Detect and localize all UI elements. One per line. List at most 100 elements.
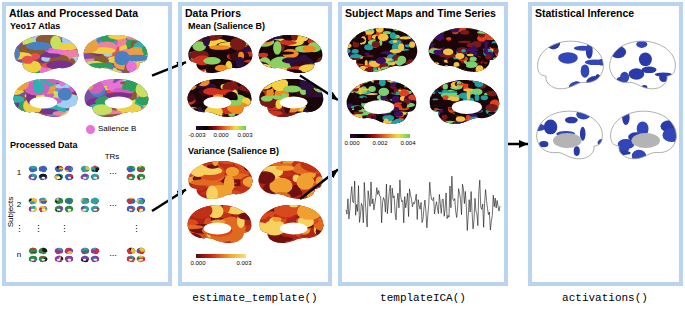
brain-patch — [37, 250, 42, 254]
brain-patch — [642, 67, 657, 74]
brain-patch — [381, 67, 394, 70]
brain-patch — [444, 68, 455, 70]
brain-patch — [488, 26, 498, 31]
brain-patch — [655, 157, 669, 163]
brain-patch — [362, 89, 370, 91]
brain-patch — [408, 26, 421, 31]
brain-patch — [88, 63, 112, 69]
figure-group: Variance (Salience B) — [186, 146, 300, 282]
brain-patch — [429, 82, 437, 89]
brain-patch — [215, 65, 228, 72]
flow-arrow — [152, 62, 186, 75]
brain-patch — [403, 121, 410, 125]
brain-patch — [358, 81, 368, 83]
brain-patch — [261, 96, 273, 102]
data-thumbnail — [126, 245, 147, 265]
brain-patch — [375, 121, 383, 124]
brain-patch — [249, 34, 272, 38]
brain-patch — [306, 84, 312, 98]
brain-patch — [353, 69, 363, 76]
brain-base — [39, 174, 48, 181]
brain-patch — [242, 57, 260, 60]
brain-patch — [135, 64, 161, 72]
brain-patch — [33, 82, 45, 94]
brain-patch — [454, 121, 462, 127]
brain-patch — [430, 116, 438, 119]
medial-wall — [30, 96, 58, 108]
axis-label: TRs — [105, 153, 120, 161]
brain-patch — [446, 121, 453, 123]
medial-wall — [129, 177, 133, 179]
brain-patch — [256, 212, 268, 219]
brain-outline — [538, 41, 604, 89]
brain-surface — [136, 163, 145, 173]
brain-patch — [137, 207, 144, 210]
brain-patch — [408, 94, 420, 100]
brain-patch — [296, 174, 314, 190]
brain-patch — [494, 118, 498, 121]
brain-patch — [139, 179, 143, 182]
brain-surface — [179, 28, 260, 78]
brain-surface — [26, 197, 38, 207]
axis-label: ... — [109, 199, 117, 208]
brain-patch — [488, 117, 500, 119]
brain-patch — [347, 59, 356, 67]
brain-patch — [574, 46, 593, 51]
brain-patch — [374, 78, 380, 84]
brain-patch — [183, 203, 204, 209]
brain-patch — [52, 251, 57, 253]
brain-patch — [297, 205, 322, 220]
brain-patch — [384, 71, 390, 75]
brain-patch — [492, 69, 504, 75]
brain-base — [81, 206, 90, 213]
brain-patch — [565, 117, 578, 124]
brain-patch — [135, 249, 139, 252]
brain-base — [65, 248, 74, 255]
brain-patch — [496, 26, 503, 32]
panel-box: Atlas and Processed DataYeo17 AtlasProce… — [2, 2, 172, 286]
medial-wall — [93, 177, 97, 179]
brain-patch — [450, 26, 459, 32]
brain-patch — [350, 54, 362, 58]
brain-patch — [429, 66, 442, 71]
brain-patch — [142, 44, 153, 55]
time-series — [346, 176, 500, 230]
brain-patch — [399, 36, 412, 39]
brain-patch — [429, 111, 433, 114]
brain-patch — [396, 24, 406, 30]
brain-patch — [490, 83, 499, 86]
brain-patch — [475, 94, 480, 101]
brain-base — [187, 34, 253, 74]
brain-surface — [423, 24, 504, 76]
brain-outline — [611, 111, 677, 159]
tick-label: 0.003 — [237, 132, 252, 138]
brain-patch — [404, 26, 414, 31]
brain-patch — [447, 57, 454, 63]
brain-patch — [224, 175, 235, 192]
brain-patch — [662, 128, 680, 142]
brain-views — [4, 27, 162, 123]
brain-patch — [639, 52, 652, 66]
brain-patch — [489, 118, 499, 124]
brain-base — [428, 27, 500, 73]
brain-patch — [275, 166, 294, 171]
brain-patch — [480, 25, 486, 29]
brain-patch — [467, 48, 479, 52]
legend-swatch — [86, 125, 95, 134]
brain-patch — [389, 39, 402, 44]
brain-surface — [81, 245, 90, 256]
brain-surface — [609, 34, 677, 93]
brain-patch — [435, 88, 439, 92]
brain-patch — [530, 112, 543, 124]
brain-patch — [282, 57, 298, 63]
brain-patch — [177, 225, 204, 229]
medial-wall — [129, 209, 133, 211]
brain-patch — [368, 86, 376, 92]
panel-box: Data PriorsMean (Salience B)Variance (Sa… — [178, 2, 332, 286]
tick-label: 0.000 — [190, 260, 205, 266]
brain-patch — [302, 46, 316, 53]
brain-patch — [495, 59, 500, 62]
brain-patch — [58, 248, 65, 251]
brain-patch — [408, 25, 413, 33]
brain-patch — [432, 81, 436, 87]
